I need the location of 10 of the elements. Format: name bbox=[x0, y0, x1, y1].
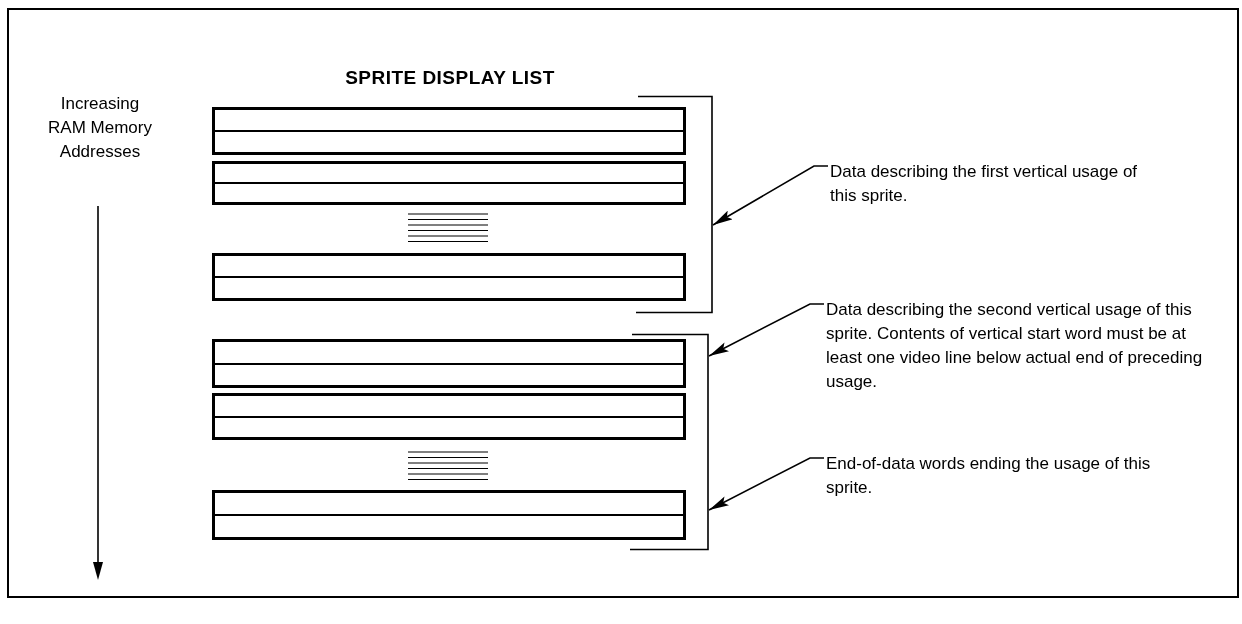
leader-line bbox=[712, 165, 829, 226]
leader-line bbox=[708, 457, 825, 511]
leader-line bbox=[708, 303, 825, 357]
callout-text: Data describing the first vertical usage of this sprite. bbox=[830, 160, 1160, 208]
diagram-title: SPRITE DISPLAY LIST bbox=[344, 66, 556, 90]
axis-label: Increasing RAM Memory Addresses bbox=[47, 93, 153, 163]
callout-text: Data describing the second vertical usage of this sprite. Contents of vertical start word must be at least one video line below actual end of preceding usage. bbox=[826, 298, 1206, 394]
callout-text: End-of-data words ending the usage of this sprite. bbox=[826, 452, 1156, 500]
bracket bbox=[630, 333, 709, 551]
bracket bbox=[636, 95, 713, 314]
